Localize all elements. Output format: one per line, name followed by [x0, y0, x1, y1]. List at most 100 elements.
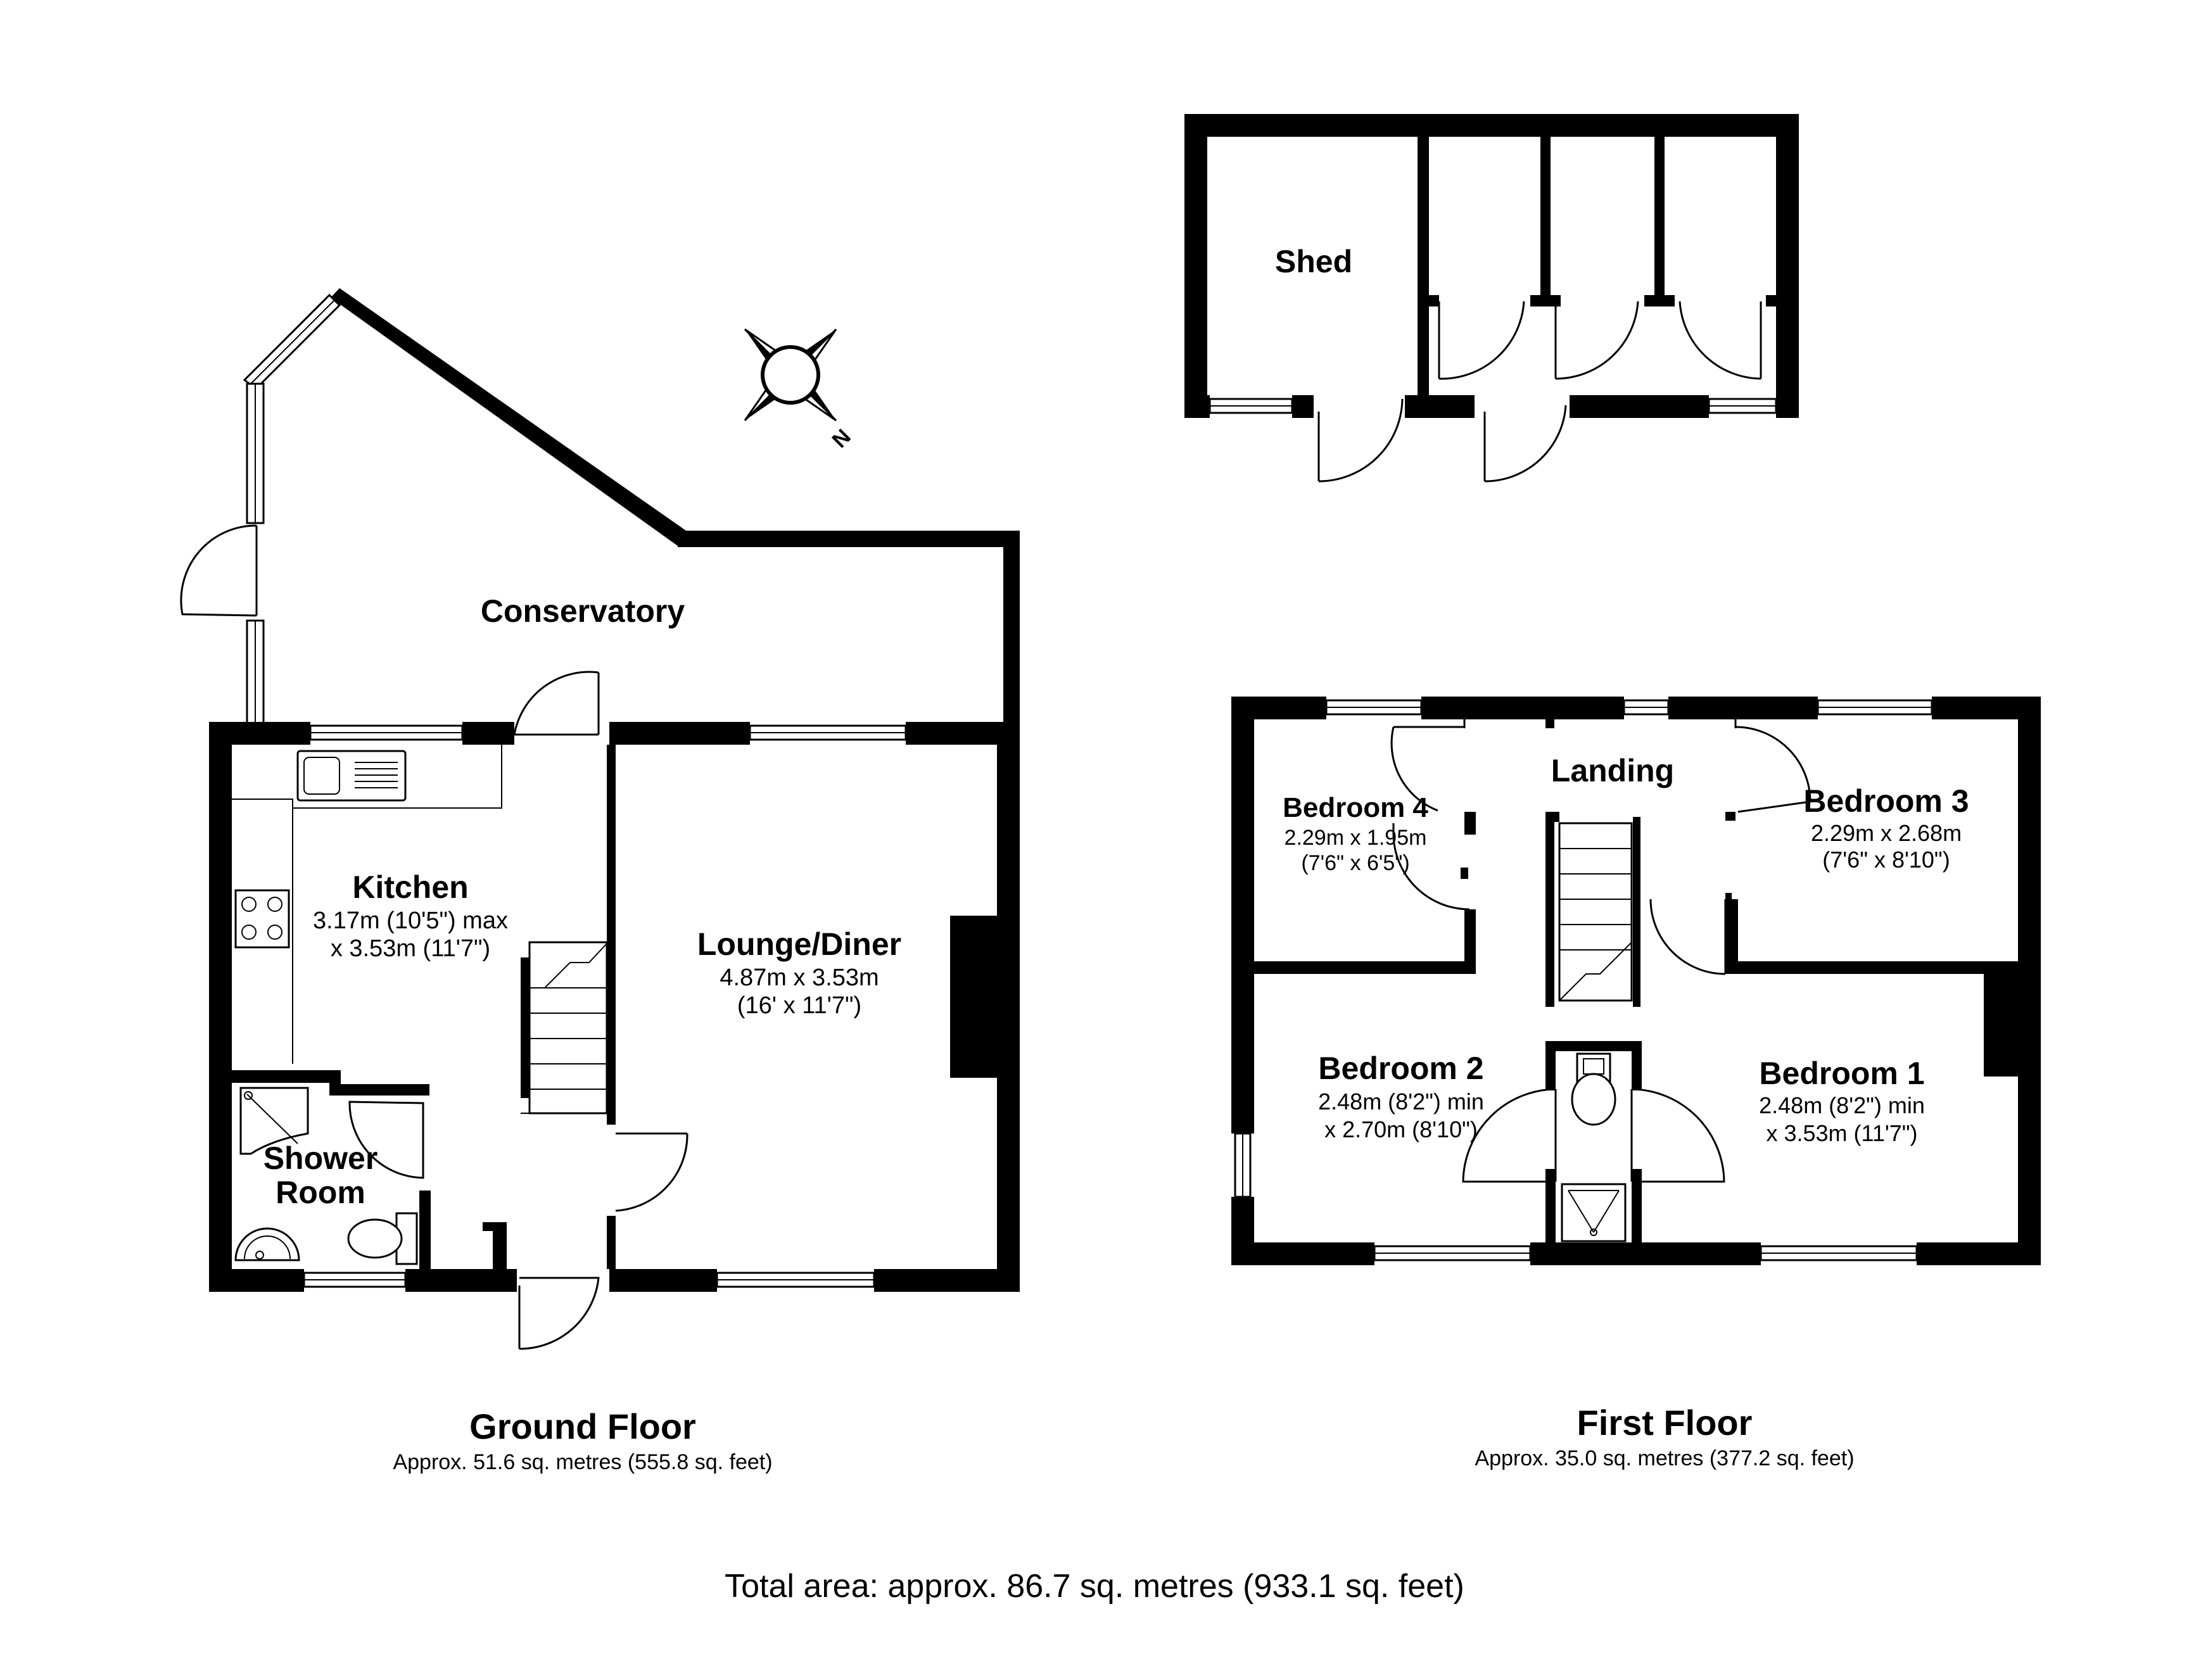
- bedroom1-dimensions-2: x 3.53m (11'7"): [1766, 1120, 1917, 1146]
- shed-left-wall: [1184, 114, 1207, 418]
- first-bottom-wall-b: [1530, 1242, 1761, 1265]
- ground-stairs: [521, 941, 608, 1115]
- first-toilet: [1571, 1052, 1616, 1126]
- conservatory-side-door: [180, 524, 258, 617]
- lounge-door: [615, 1132, 688, 1212]
- sink-drainer: [355, 762, 398, 788]
- shed-door-middle: [1483, 405, 1567, 483]
- lounge-hall-partition-lower: [607, 1216, 616, 1269]
- bathroom-left-wall: [1545, 1041, 1556, 1090]
- first-floor-plan: Landing Bedroom 4 2.29m x 1.95m (7'6" x …: [1231, 697, 2041, 1265]
- bedroom4-right-wall-lower: [1464, 909, 1476, 973]
- bedroom3-dimensions-2: (7'6" x 8'10"): [1822, 847, 1950, 873]
- bedroom2-label: Bedroom 2: [1318, 1051, 1483, 1086]
- ground-floor-title: Ground Floor: [469, 1406, 696, 1446]
- shed-plan: Shed: [1184, 114, 1799, 483]
- lounge-dimensions-2: (16' x 11'7"): [737, 992, 861, 1019]
- shed-door-left: [1317, 398, 1404, 483]
- store-door-2: [1554, 301, 1639, 380]
- bedroom4-entry-door: [1390, 719, 1466, 812]
- bedroom4-label: Bedroom 4: [1283, 792, 1428, 823]
- bedroom3-door: [1734, 719, 1811, 813]
- shower-room-label-2: Room: [276, 1175, 365, 1210]
- bedroom4-door: [1392, 823, 1470, 911]
- shower-bottom-wall-right: [405, 1269, 517, 1292]
- bathroom-right-wall: [1632, 1041, 1642, 1090]
- store-door-3: [1678, 301, 1762, 380]
- bedroom3-label: Bedroom 3: [1803, 783, 1969, 819]
- shed-divider-1: [1418, 137, 1429, 418]
- first-top-wall-c: [1668, 697, 1818, 719]
- shed-divider-3: [1654, 137, 1665, 303]
- bedroom4-dimensions-1: 2.29m x 1.95m: [1285, 826, 1427, 850]
- landing-bedroom1-door: [1649, 899, 1727, 975]
- bedroom4-dimensions-2: (7'6" x 6'5"): [1301, 851, 1409, 875]
- shower-room-door: [348, 1101, 424, 1179]
- bedroom2-dimensions-1: 2.48m (8'2") min: [1318, 1089, 1484, 1115]
- bedroom2-dimensions-2: x 2.70m (8'10"): [1324, 1116, 1478, 1142]
- compass-north-label: N: [828, 425, 856, 453]
- ground-floor-area: Approx. 51.6 sq. metres (555.8 sq. feet): [393, 1450, 772, 1474]
- first-left-wall-a: [1231, 697, 1254, 1134]
- bedroom4-bottom-wall: [1254, 961, 1476, 974]
- first-right-wall: [2018, 697, 2041, 1265]
- shed-label: Shed: [1275, 244, 1352, 279]
- kitchen-rear-door: [513, 671, 600, 736]
- lounge-hall-partition-upper: [607, 745, 616, 1125]
- bedroom3-left-wall-upper: [1725, 812, 1735, 821]
- bedroom3-left-wall-lower: [1725, 899, 1738, 974]
- conservatory-top-wall: [678, 531, 1020, 547]
- ensuite-right-wall: [1632, 1169, 1642, 1265]
- kitchen-dimensions-1: 3.17m (10'5") max: [313, 907, 508, 934]
- shower-basin: [234, 1227, 300, 1261]
- first-shower-tray: [1561, 1183, 1627, 1242]
- hall-column: [493, 1222, 507, 1269]
- bedroom4-right-wall-upper: [1464, 812, 1476, 835]
- lounge-bottom-wall-left: [609, 1269, 717, 1292]
- bedroom1-dimensions-1: 2.48m (8'2") min: [1759, 1092, 1925, 1118]
- bathroom-top-wall: [1545, 1041, 1640, 1051]
- shower-room-top-wall-b: [329, 1070, 341, 1096]
- shower-room-top-wall-a: [232, 1070, 341, 1083]
- conservatory-label: Conservatory: [481, 593, 685, 629]
- first-floor-title: First Floor: [1577, 1403, 1753, 1443]
- lounge-top-wall-left: [609, 722, 750, 745]
- shower-room-right-wall: [419, 1191, 431, 1269]
- first-stairs-wall-right: [1633, 817, 1640, 1007]
- first-bottom-wall-a: [1231, 1242, 1374, 1265]
- hob: [234, 889, 290, 949]
- conservatory-slanted-wall: [331, 288, 688, 546]
- bathroom-door-right: [1630, 1088, 1725, 1183]
- shed-bottom-wall-b: [1405, 395, 1475, 418]
- shed-top-wall: [1184, 114, 1799, 137]
- bathroom-door-left: [1462, 1088, 1557, 1183]
- first-bottom-wall-c: [1917, 1242, 2041, 1265]
- ground-left-wall: [209, 722, 232, 1292]
- shower-room-label-1: Shower: [263, 1140, 378, 1176]
- north-compass: N: [744, 328, 856, 453]
- bedroom1-label: Bedroom 1: [1759, 1056, 1924, 1091]
- kitchen-top-wall-right: [462, 722, 514, 745]
- total-area: Total area: approx. 86.7 sq. metres (933…: [725, 1568, 1464, 1605]
- kitchen-dimensions-2: x 3.53m (11'7"): [331, 935, 490, 962]
- bedroom3-bottom-wall: [1725, 961, 2018, 974]
- shed-right-wall: [1776, 114, 1799, 418]
- ground-floor-plan: Conservatory Kitchen 3.17m (10'5") max x…: [180, 288, 1020, 1350]
- shower-toilet: [347, 1212, 418, 1265]
- landing-label: Landing: [1551, 753, 1674, 788]
- first-top-wall-b: [1421, 697, 1624, 719]
- conservatory-right-wall: [1003, 531, 1020, 732]
- shed-divider-2: [1540, 137, 1551, 303]
- shower-room-top-wall-c: [341, 1084, 429, 1096]
- first-floor-area: Approx. 35.0 sq. metres (377.2 sq. feet): [1475, 1446, 1854, 1470]
- chimney-breast: [950, 916, 1003, 1078]
- lounge-label: Lounge/Diner: [697, 926, 901, 962]
- first-chimney: [1984, 973, 2018, 1077]
- first-stairs-wall-left: [1545, 817, 1554, 1007]
- ensuite-left-wall: [1545, 1169, 1556, 1265]
- bedroom3-dimensions-1: 2.29m x 2.68m: [1811, 820, 1962, 846]
- shed-bottom-wall-c: [1570, 395, 1709, 418]
- lounge-bottom-wall-right: [874, 1269, 1020, 1292]
- lounge-dimensions-1: 4.87m x 3.53m: [720, 964, 879, 991]
